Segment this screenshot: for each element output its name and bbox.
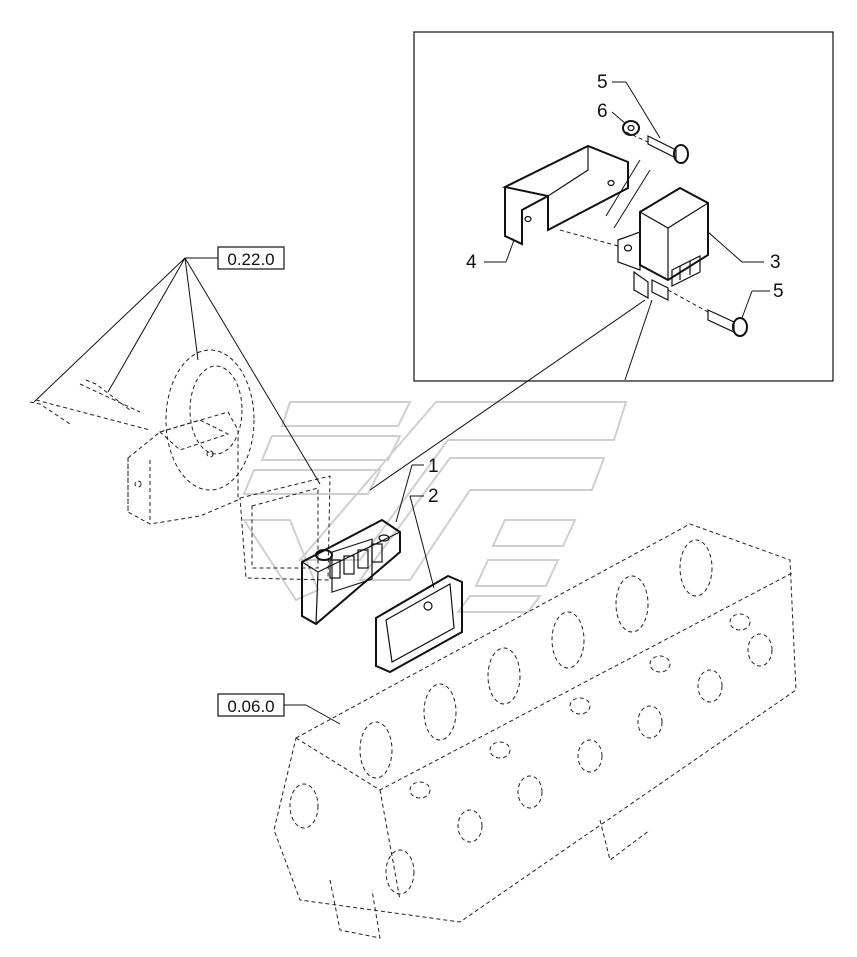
detail-inset-frame: [413, 31, 834, 382]
relay-unit: [617, 186, 709, 301]
callout-5-lower[interactable]: 5: [773, 281, 784, 302]
svg-text:0.06.0: 0.06.0: [227, 697, 274, 716]
bolt-upper: [647, 135, 689, 164]
reference-label-0-06-0[interactable]: 0.06.0: [217, 693, 285, 717]
callout-4[interactable]: 4: [466, 252, 477, 273]
callout-3[interactable]: 3: [770, 252, 781, 273]
callout-1[interactable]: 1: [428, 456, 439, 477]
washer: [622, 120, 640, 136]
reference-housing-assembly: [29, 349, 331, 581]
callout-6[interactable]: 6: [597, 101, 608, 122]
cylinder-head: [273, 523, 797, 939]
relay-board: [301, 518, 401, 626]
relay-bracket: [501, 144, 629, 246]
svg-text:0.22.0: 0.22.0: [227, 250, 274, 269]
watermark-logo: [242, 401, 628, 613]
callout-5-upper[interactable]: 5: [597, 72, 608, 93]
bolt-lower: [707, 309, 748, 337]
callout-2[interactable]: 2: [428, 486, 439, 507]
reference-label-0-22-0[interactable]: 0.22.0: [217, 246, 285, 270]
gasket: [375, 574, 463, 674]
